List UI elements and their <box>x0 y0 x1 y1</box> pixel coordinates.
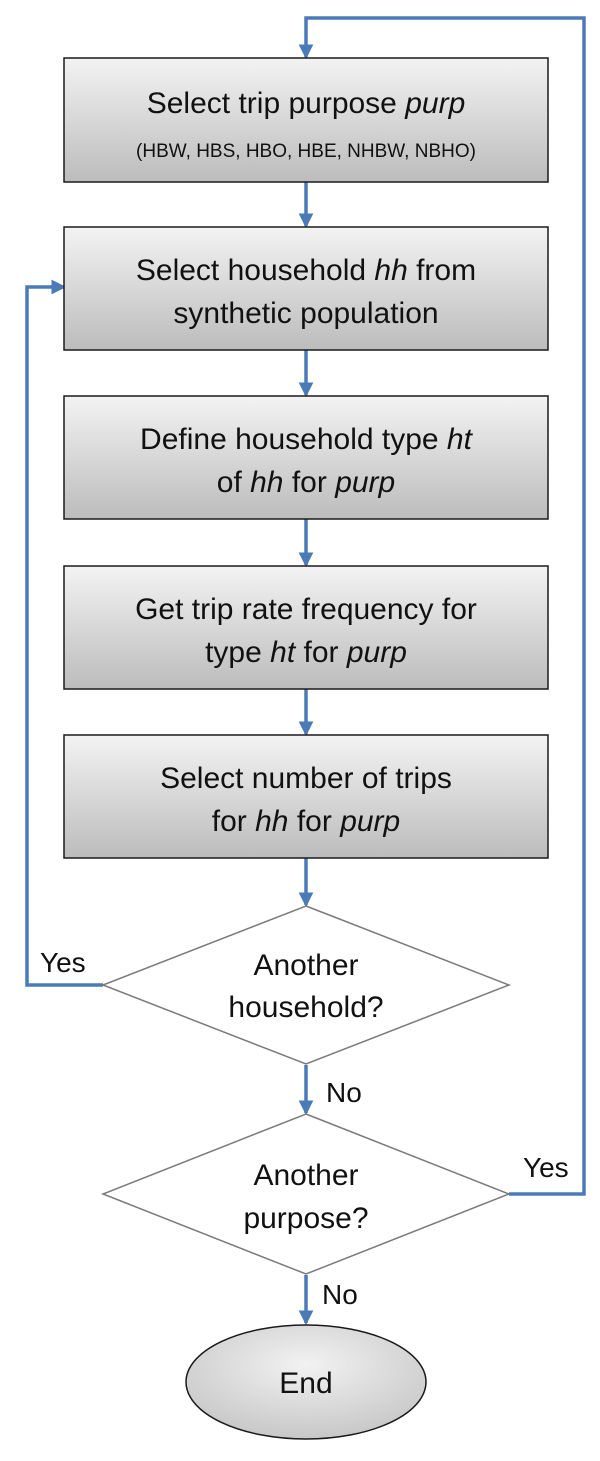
text-segment: for <box>295 636 347 669</box>
decision-another-purpose: Another purpose? <box>100 1113 512 1275</box>
box-define-type: Define household type ht of hh for purp <box>63 395 549 520</box>
text-segment: for <box>212 805 255 838</box>
italic-variable: ht <box>447 423 474 456</box>
box-shape <box>63 734 549 859</box>
label-household-no: No <box>326 1077 362 1108</box>
italic-variable: ht <box>270 636 297 669</box>
decision-line-1: Another <box>253 1159 358 1192</box>
italic-variable: purp <box>404 87 465 120</box>
box-shape <box>63 565 549 690</box>
decision-line-1: Another <box>253 949 358 982</box>
connectors <box>25 16 586 1326</box>
box-line-2: type ht for purp <box>205 636 407 669</box>
loop-purpose-yes <box>298 16 586 1196</box>
decision-another-household: Another household? <box>100 905 512 1065</box>
box-line-2: for hh for purp <box>212 805 400 838</box>
box-line-1: Define household type ht <box>140 423 474 456</box>
end-label: End <box>279 1367 332 1400</box>
label-purpose-yes: Yes <box>523 1152 569 1183</box>
text-segment: type <box>205 636 270 669</box>
diamond-shape <box>100 1113 512 1275</box>
box-shape <box>63 395 549 520</box>
italic-variable: hh <box>250 466 283 499</box>
text-segment: Define household type <box>140 423 447 456</box>
box-line-1: Select number of trips <box>160 762 452 795</box>
box-shape <box>63 57 549 183</box>
label-household-yes: Yes <box>40 947 86 978</box>
text-segment: of <box>217 466 250 499</box>
terminator-end: End <box>185 1324 427 1440</box>
box-select-household: Select household hh from synthetic popul… <box>63 226 549 351</box>
box-get-rate: Get trip rate frequency for type ht for … <box>63 565 549 690</box>
box-shape <box>63 226 549 351</box>
decision-line-2: household? <box>228 991 383 1024</box>
box-line-2: of hh for purp <box>217 466 395 499</box>
box-line-2: (HBW, HBS, HBO, HBE, NHBW, NBHO) <box>136 141 476 162</box>
loop-household-yes <box>25 279 103 987</box>
box-line-1: Select household hh from <box>136 254 476 287</box>
text-segment: from <box>408 254 476 287</box>
box-line-1: Select trip purpose purp <box>147 87 466 120</box>
box-line-1: Get trip rate frequency for <box>135 593 477 626</box>
label-purpose-no: No <box>322 1279 358 1310</box>
box-line-2: synthetic population <box>173 297 438 330</box>
italic-variable: purp <box>339 805 400 838</box>
text-segment: Select number of trips <box>160 762 452 795</box>
italic-variable: purp <box>334 466 395 499</box>
text-segment: (HBW, HBS, HBO, HBE, NHBW, NBHO) <box>136 141 476 162</box>
italic-variable: hh <box>374 254 407 287</box>
text-segment: synthetic population <box>173 297 438 330</box>
decision-line-2: purpose? <box>243 1202 368 1235</box>
text-segment: Select trip purpose <box>147 87 405 120</box>
italic-variable: hh <box>255 805 288 838</box>
end-ellipse <box>185 1324 427 1440</box>
box-select-trips: Select number of trips for hh for purp <box>63 734 549 859</box>
text-segment: for <box>284 466 336 499</box>
diamond-shape <box>100 905 512 1065</box>
italic-variable: purp <box>346 636 407 669</box>
text-segment: Get trip rate frequency for <box>135 593 477 626</box>
text-segment: for <box>289 805 341 838</box>
box-select-purpose: Select trip purpose purp (HBW, HBS, HBO,… <box>63 57 549 183</box>
text-segment: Select household <box>136 254 375 287</box>
